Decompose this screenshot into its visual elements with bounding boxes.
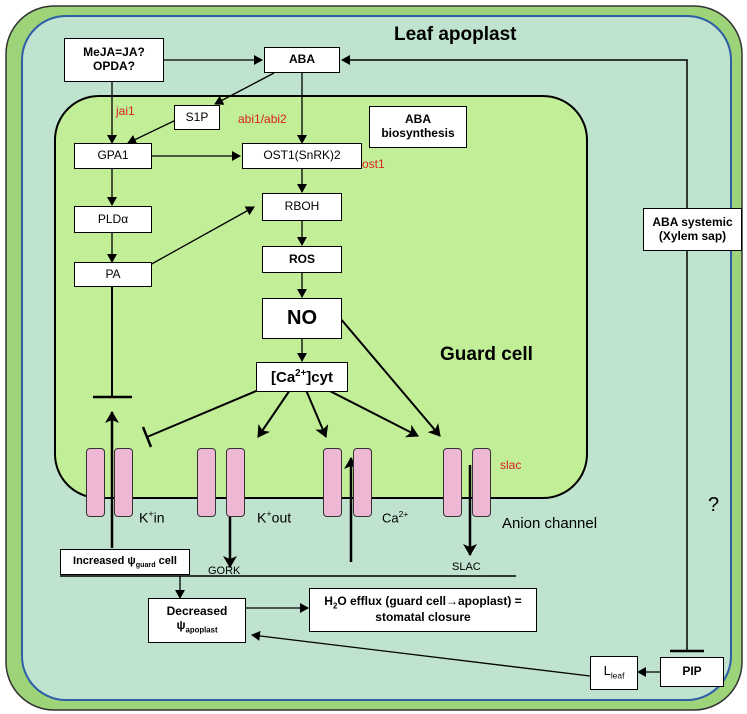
node-pip: PIP <box>660 657 724 687</box>
edge-systemic-aba <box>341 55 688 208</box>
edge-aba-s1p <box>214 72 275 105</box>
edge-lleaf-decreased <box>251 630 591 677</box>
mutant-ost1: ost1 <box>362 157 385 171</box>
edge-ca-inhibit-kin <box>146 385 269 438</box>
label-kin: K+in <box>139 509 165 526</box>
channel-kin-left <box>86 448 105 517</box>
channel-kin-right <box>114 448 133 517</box>
edge-ca-cachannel <box>305 389 329 438</box>
channel-anion-right <box>472 448 491 517</box>
label-ca-channel: Ca2+ <box>382 509 409 526</box>
node-ost1: OST1(SnRK)2 <box>242 143 362 169</box>
node-ca-cyt: [Ca2+]cyt <box>256 362 348 392</box>
node-rboh: RBOH <box>262 193 342 221</box>
channel-ca-right <box>353 448 372 517</box>
edge-s1p-gpa1 <box>127 118 179 145</box>
node-meja: MeJA=JA? OPDA? <box>64 38 164 82</box>
node-s1p: S1P <box>174 105 220 130</box>
channel-kout-left <box>197 448 216 517</box>
mutant-slac: slac <box>500 458 522 472</box>
node-aba-biosynthesis: ABA biosynthesis <box>369 106 467 148</box>
edge-ca-anion <box>319 385 419 438</box>
channel-kout-right <box>226 448 245 517</box>
node-pa: PA <box>74 262 152 287</box>
node-gpa1: GPA1 <box>74 143 152 169</box>
mutant-abi: abi1/abi2 <box>238 112 287 126</box>
mutant-jai1: jai1 <box>116 104 135 118</box>
label-gork: GORK <box>208 565 241 577</box>
edge-ca-kout <box>257 389 291 438</box>
guard-cell-label: Guard cell <box>440 344 533 365</box>
label-slac: SLAC <box>452 561 481 573</box>
node-aba: ABA <box>264 47 340 73</box>
node-no: NO <box>262 298 342 339</box>
apoplast-label: Leaf apoplast <box>394 24 517 45</box>
channel-anion-left <box>443 448 462 517</box>
inhibit-bar-ca-kin <box>141 426 153 448</box>
guard-cell <box>54 95 588 499</box>
edge-no-anion <box>339 317 441 437</box>
node-aba-systemic: ABA systemic (Xylem sap) <box>643 208 742 251</box>
node-ros: ROS <box>262 246 342 273</box>
label-anion-channel: Anion channel <box>502 515 598 532</box>
node-l-leaf: Lleaf <box>590 656 638 690</box>
label-kout: K+out <box>257 509 292 526</box>
edge-pa-rboh <box>147 206 255 267</box>
node-pld: PLDα <box>74 206 152 233</box>
question-mark: ? <box>708 494 720 516</box>
channel-ca-left <box>323 448 342 517</box>
node-h2o-efflux: H2O efflux (guard cell→apoplast) =stomat… <box>309 588 537 632</box>
node-increased-psi: Increased ψguard cell <box>60 549 190 575</box>
